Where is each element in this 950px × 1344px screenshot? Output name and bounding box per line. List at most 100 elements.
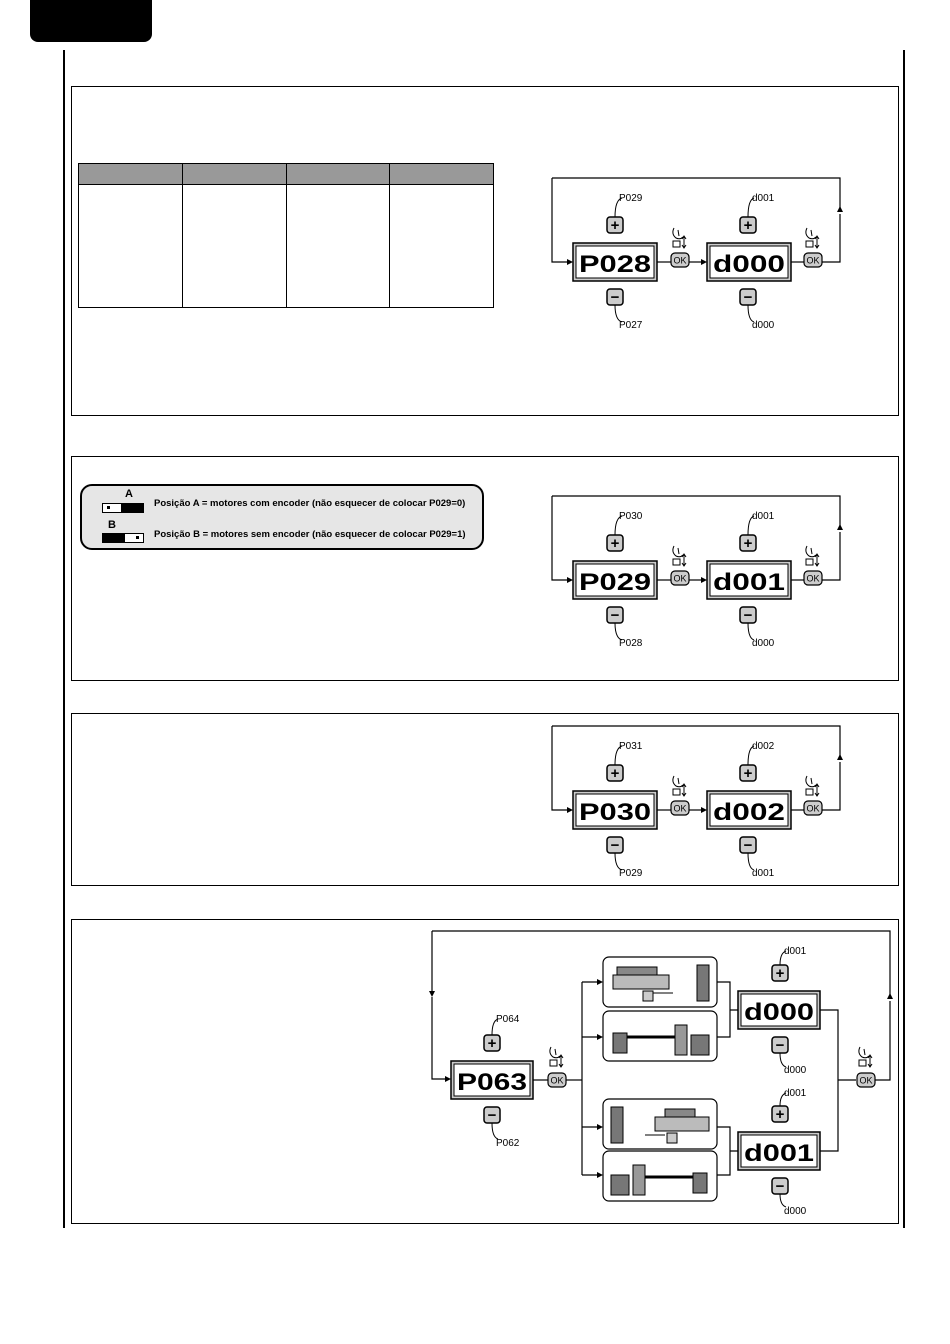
up-down-arrow-icon xyxy=(867,1054,873,1068)
barrier-cabinet xyxy=(674,1024,688,1056)
leader-line xyxy=(614,745,623,766)
plus-target-label: P030 xyxy=(619,511,643,522)
display-parameter: P028 xyxy=(579,251,651,278)
arrow-head xyxy=(567,259,573,265)
press-icon xyxy=(805,240,814,248)
leader-line xyxy=(747,197,755,218)
leader-line xyxy=(614,515,623,536)
display-value-top-screen xyxy=(740,993,818,1027)
arrow-head xyxy=(701,259,707,265)
arrow-head xyxy=(597,1124,603,1130)
join-line xyxy=(717,1126,738,1176)
display-value: d002 xyxy=(713,799,785,826)
ok-button-1-label: OK xyxy=(550,1076,563,1086)
hand-icon xyxy=(805,775,817,788)
minus-button-label: − xyxy=(488,1107,497,1124)
post-shape xyxy=(692,1172,708,1194)
motor-shape xyxy=(642,990,654,1002)
right-margin-line xyxy=(903,50,905,1228)
display-value: d001 xyxy=(713,569,785,596)
minus-value-label: d001 xyxy=(752,868,775,879)
plus-button-label: + xyxy=(488,1035,497,1052)
leader-line xyxy=(747,745,755,766)
arrow-head xyxy=(837,754,843,760)
hand-icon xyxy=(549,1046,561,1059)
display-parameter: P029 xyxy=(579,569,651,596)
display-parameter-screen xyxy=(575,793,655,827)
ok-button-1-label: OK xyxy=(673,804,686,814)
hand-icon xyxy=(863,1048,866,1056)
press-icon xyxy=(549,1059,558,1067)
arrow-head xyxy=(429,991,435,997)
minus-button-label: − xyxy=(611,289,620,306)
up-down-arrow-icon xyxy=(814,783,820,797)
ok-button-2-label: OK xyxy=(859,1076,872,1086)
arrow-head xyxy=(837,206,843,212)
join-line xyxy=(717,981,738,1038)
arrow-head xyxy=(597,1172,603,1178)
display-value-bottom-screen xyxy=(740,1134,818,1168)
join-line xyxy=(820,1009,856,1152)
parameter-table xyxy=(78,163,494,308)
display-value-screen xyxy=(709,563,789,597)
display-parameter-screen xyxy=(575,563,655,597)
display-value-top: d000 xyxy=(744,999,814,1026)
arrow-head xyxy=(887,993,893,999)
plus-button-label: + xyxy=(611,765,620,782)
loop-line xyxy=(551,726,570,811)
display-p063: P063 xyxy=(457,1069,527,1096)
gate-shape xyxy=(612,974,670,990)
leader-line xyxy=(747,304,755,323)
leader-line xyxy=(491,1122,499,1140)
plus-button-label: + xyxy=(611,217,620,234)
ok-button-1-frame xyxy=(670,570,690,586)
switch-position-a xyxy=(102,503,144,513)
plus-button-label: + xyxy=(744,217,753,234)
up-down-arrow-icon xyxy=(558,1054,564,1068)
display-p063-screen xyxy=(453,1063,531,1097)
leader-line xyxy=(779,950,787,966)
plus-value-label: d002 xyxy=(752,741,775,752)
loop-line xyxy=(552,177,841,208)
hand-icon xyxy=(858,1046,870,1059)
display-parameter: P030 xyxy=(579,799,651,826)
page-corner-tab xyxy=(30,0,152,42)
plus-button-label: + xyxy=(744,765,753,782)
loop-line xyxy=(551,178,570,263)
arrow-head xyxy=(701,807,707,813)
hand-icon xyxy=(677,777,680,785)
up-down-arrow-icon xyxy=(681,553,687,567)
hand-icon xyxy=(810,547,813,555)
ok-button-2-label: OK xyxy=(806,574,819,584)
plus-target-label: P029 xyxy=(619,193,643,204)
switch-position-b xyxy=(102,533,144,543)
press-icon xyxy=(858,1059,867,1067)
gate-shape xyxy=(664,1108,696,1118)
plus-value-label: d001 xyxy=(784,1088,807,1099)
hand-icon xyxy=(805,545,817,558)
hand-icon xyxy=(677,229,680,237)
encoder-note-box: A Posição A = motores com encoder (não e… xyxy=(80,484,484,550)
hand-icon xyxy=(672,227,684,240)
up-down-arrow-icon xyxy=(681,783,687,797)
post-shape xyxy=(696,964,710,1002)
plus-button-label: + xyxy=(744,535,753,552)
gate-shape xyxy=(654,1116,710,1132)
plus-button-label: + xyxy=(611,535,620,552)
ok-button-1-frame xyxy=(670,252,690,268)
barrier-cabinet xyxy=(632,1164,646,1196)
plus-button-label: + xyxy=(776,965,785,982)
loop-line xyxy=(552,725,841,756)
diagram-p063: P063+−P064P062OKd000+−d001d000d001+−d001… xyxy=(429,930,893,1217)
switch-a-label: A xyxy=(125,488,133,500)
arrow-head xyxy=(567,577,573,583)
table-header-cell xyxy=(389,163,494,185)
minus-target-label: P027 xyxy=(619,320,643,331)
table-cell xyxy=(181,184,287,308)
display-value: d000 xyxy=(713,251,785,278)
minus-button-label: − xyxy=(744,607,753,624)
plus-button-label: + xyxy=(776,1106,785,1123)
plus-value-label: d001 xyxy=(752,511,775,522)
